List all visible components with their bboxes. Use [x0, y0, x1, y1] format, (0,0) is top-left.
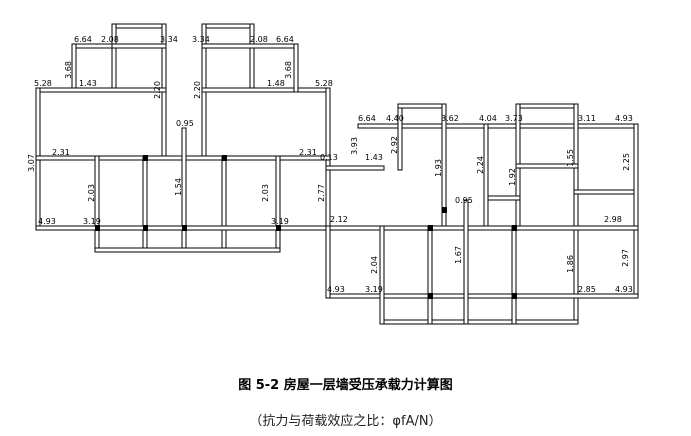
wall: [201, 87, 331, 93]
wall: [111, 23, 167, 29]
wall-ratio-label: 3.62: [441, 114, 459, 123]
wall-ratio-label: 2.31: [52, 148, 70, 157]
wall-ratio-label: 4.93: [327, 285, 345, 294]
wall-ratio-label: 1.67: [454, 246, 463, 264]
column: [276, 225, 281, 231]
wall-ratio-label: 1.43: [79, 79, 97, 88]
column: [428, 293, 433, 299]
wall-ratio-label: 3.73: [505, 114, 523, 123]
wall-ratio-label: 0.95: [176, 119, 194, 128]
wall-ratio-label: 2.31: [299, 148, 317, 157]
wall-ratio-label: 2.20: [193, 81, 202, 99]
wall-ratio-label: 4.93: [615, 114, 633, 123]
wall: [325, 225, 331, 299]
wall: [397, 103, 445, 109]
wall: [221, 155, 227, 253]
wall-ratio-label: 2.25: [622, 153, 631, 171]
wall: [427, 225, 433, 325]
wall-ratio-label: 3.11: [578, 114, 596, 123]
wall-ratio-label: 6.64: [74, 35, 92, 44]
wall-ratio-label: 2.03: [87, 184, 96, 202]
wall: [325, 293, 639, 299]
wall: [379, 319, 579, 325]
wall-ratio-label: 5.28: [34, 79, 52, 88]
wall: [325, 225, 639, 231]
wall-ratio-label: 3.68: [284, 61, 293, 79]
wall-ratio-label: 1.48: [267, 79, 285, 88]
wall-ratio-label: 3.19: [365, 285, 383, 294]
wall-ratio-label: 2.98: [604, 215, 622, 224]
column: [182, 225, 187, 231]
column: [442, 207, 447, 213]
wall-ratio-label: 3.19: [83, 217, 101, 226]
wall-ratio-label: 2.08: [250, 35, 268, 44]
wall: [111, 43, 167, 49]
wall-ratio-label: 6.64: [276, 35, 294, 44]
wall: [515, 103, 577, 109]
column: [428, 225, 433, 231]
wall-ratio-label: 1.54: [174, 178, 183, 196]
wall: [325, 165, 385, 171]
structural-columns: [95, 155, 517, 299]
wall-ratio-label: 2.08: [101, 35, 119, 44]
column: [512, 225, 517, 231]
wall-segments: [35, 23, 639, 325]
wall: [94, 155, 100, 253]
wall: [515, 163, 579, 169]
wall-ratio-label: 2.92: [390, 136, 399, 154]
wall-ratio-label: 2.97: [621, 249, 630, 267]
ratio-labels: 6.64 2.08 3.34 3.34 2.08 6.64 3.68 3.68 5.28 1.43…: [27, 35, 633, 294]
wall: [573, 189, 639, 195]
wall: [293, 43, 299, 93]
column: [143, 155, 148, 161]
wall-ratio-label: 3.07: [27, 154, 36, 172]
wall: [275, 155, 281, 253]
column: [512, 293, 517, 299]
wall: [201, 43, 299, 49]
wall: [94, 247, 281, 253]
wall-ratio-label: 2.24: [476, 156, 485, 174]
wall-ratio-label: 2.03: [261, 184, 270, 202]
wall-ratio-label: 4.93: [38, 217, 56, 226]
wall-ratio-label: 2.12: [330, 215, 348, 224]
wall-ratio-label: 3.93: [350, 137, 359, 155]
wall-ratio-label: 1.86: [566, 255, 575, 273]
figure-subcaption: （抗力与荷载效应之比：φfA/N）: [249, 414, 442, 429]
column: [95, 225, 100, 231]
figure-caption: 图 5-2 房屋一层墙受压承载力计算图: [238, 378, 453, 393]
wall-ratio-label: 1.93: [434, 159, 443, 177]
wall: [142, 155, 148, 253]
wall-ratio-label: 3.68: [64, 61, 73, 79]
wall-ratio-label: 1.43: [365, 153, 383, 162]
wall-ratio-label: 5.28: [315, 79, 333, 88]
wall-ratio-label: 3.34: [192, 35, 210, 44]
column: [222, 155, 227, 161]
wall-ratio-label: 1.55: [566, 149, 575, 167]
wall-ratio-label: 4.40: [386, 114, 404, 123]
wall: [483, 123, 489, 227]
wall-ratio-label: 4.04: [479, 114, 497, 123]
wall: [35, 87, 167, 93]
wall-ratio-label: 0.95: [455, 196, 473, 205]
wall-ratio-label: 2.20: [153, 81, 162, 99]
wall: [633, 123, 639, 299]
wall-ratio-label: 3.19: [271, 217, 289, 226]
wall: [511, 225, 517, 325]
wall-ratio-label: 1.92: [508, 168, 517, 186]
wall-ratio-label: 2.77: [317, 184, 326, 202]
wall-ratio-label: 3.34: [160, 35, 178, 44]
wall-ratio-label: 0.13: [320, 153, 338, 162]
wall-ratio-label: 6.64: [358, 114, 376, 123]
wall: [487, 195, 521, 201]
wall-ratio-label: 4.93: [615, 285, 633, 294]
wall: [463, 199, 469, 325]
wall-ratio-label: 2.04: [370, 256, 379, 274]
column: [143, 225, 148, 231]
wall: [379, 225, 385, 325]
wall: [201, 23, 255, 29]
wall-ratio-label: 2.85: [578, 285, 596, 294]
